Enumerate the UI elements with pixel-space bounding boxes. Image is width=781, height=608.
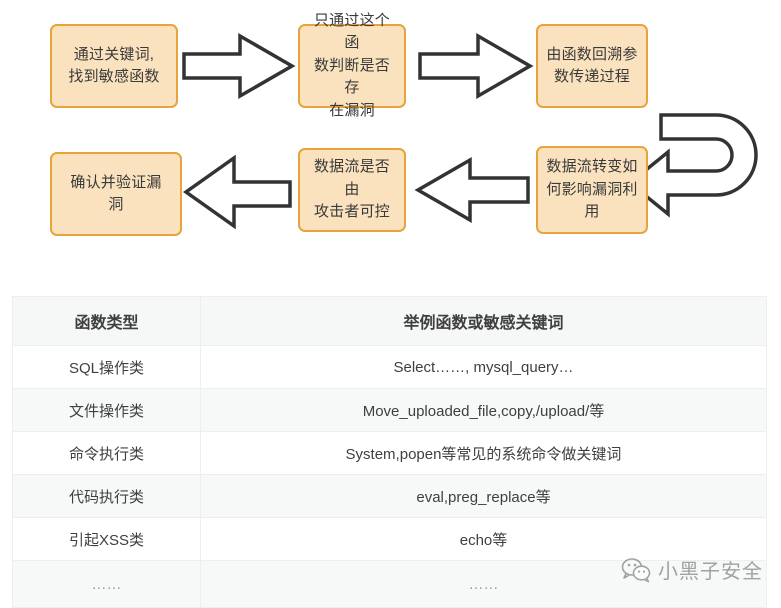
- cell-examples: eval,preg_replace等: [200, 474, 767, 518]
- table-row: 命令执行类 System,popen等常见的系统命令做关键词: [12, 431, 767, 475]
- flow-box-step-6-line-2: 洞: [108, 196, 124, 213]
- cell-examples: ……: [200, 560, 767, 608]
- arrow-step2-to-step3: [418, 32, 534, 100]
- flow-box-step-1-line-1: 通过关键词,: [73, 45, 155, 63]
- table-header-examples: 举例函数或敏感关键词: [200, 296, 767, 346]
- flow-box-step-6[interactable]: 确认并验证漏 洞: [50, 152, 182, 236]
- sensitive-function-table: 函数类型 举例函数或敏感关键词 SQL操作类 Select……, mysql_q…: [12, 296, 767, 608]
- flow-box-step-3-line-1: 由函数回溯参: [546, 45, 638, 63]
- table-row: …… ……: [12, 560, 767, 608]
- cell-function-type: ……: [12, 560, 201, 608]
- flow-box-step-4-line-3: 用: [584, 203, 600, 221]
- flow-box-step-4-line-1: 数据流转变如: [546, 158, 638, 176]
- cell-examples: Select……, mysql_query…: [200, 345, 767, 389]
- flow-box-step-2-line-1: 只通过这个函: [313, 11, 390, 52]
- flow-box-step-3[interactable]: 由函数回溯参 数传递过程: [536, 24, 648, 108]
- table-header-row: 函数类型 举例函数或敏感关键词: [12, 296, 767, 346]
- flow-box-step-6-line-1: 确认并验证漏: [70, 173, 162, 191]
- arrow-step3-to-step4: [627, 113, 758, 218]
- cell-function-type: 命令执行类: [12, 431, 201, 475]
- table-row: 代码执行类 eval,preg_replace等: [12, 474, 767, 518]
- flow-box-step-2-line-2: 数判断是否存: [313, 56, 390, 97]
- table-header-function-type: 函数类型: [12, 296, 201, 346]
- flow-box-step-1[interactable]: 通过关键词, 找到敏感函数: [50, 24, 178, 108]
- flow-box-step-4[interactable]: 数据流转变如 何影响漏洞利 用: [536, 146, 648, 234]
- cell-function-type: 代码执行类: [12, 474, 201, 518]
- flow-box-step-4-line-2: 何影响漏洞利: [546, 180, 638, 198]
- flow-box-step-2-line-3: 在漏洞: [329, 101, 375, 119]
- cell-examples: System,popen等常见的系统命令做关键词: [200, 431, 767, 475]
- flow-box-step-3-line-2: 数传递过程: [553, 68, 630, 85]
- flowchart: 通过关键词, 找到敏感函数 只通过这个函 数判断是否存 在漏洞 由函数回溯参 数…: [0, 0, 781, 270]
- cell-function-type: 引起XSS类: [12, 517, 201, 561]
- arrow-step4-to-step5: [414, 156, 530, 224]
- table-row: SQL操作类 Select……, mysql_query…: [12, 345, 767, 389]
- arrow-step1-to-step2: [182, 32, 296, 100]
- flow-box-step-5-line-1: 数据流是否由: [313, 158, 390, 198]
- flowchart-arrows-layer: [182, 32, 758, 230]
- table-row: 引起XSS类 echo等: [12, 517, 767, 561]
- cell-examples: Move_uploaded_file,copy,/upload/等: [200, 388, 767, 432]
- arrow-step5-to-step6: [182, 154, 292, 230]
- flow-box-step-5-line-2: 攻击者可控: [313, 203, 390, 221]
- flow-box-step-2[interactable]: 只通过这个函 数判断是否存 在漏洞: [298, 12, 406, 119]
- cell-function-type: 文件操作类: [12, 388, 201, 432]
- cell-function-type: SQL操作类: [12, 345, 201, 389]
- cell-examples: echo等: [200, 517, 767, 561]
- flow-box-step-1-line-2: 找到敏感函数: [68, 68, 160, 85]
- table-row: 文件操作类 Move_uploaded_file,copy,/upload/等: [12, 388, 767, 432]
- flow-box-step-5[interactable]: 数据流是否由 攻击者可控: [298, 148, 406, 232]
